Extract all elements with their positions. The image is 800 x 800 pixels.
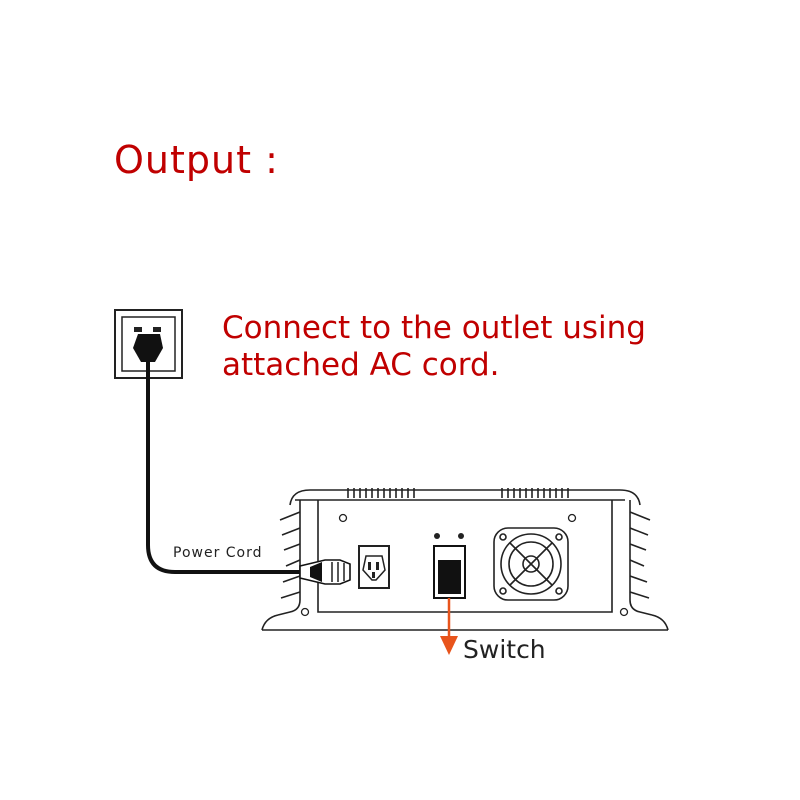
power-cord — [146, 362, 300, 574]
screws — [300, 513, 629, 617]
ac-inlet — [358, 545, 390, 589]
instruction-line-1: Connect to the outlet using — [222, 310, 646, 346]
cord-plug — [299, 559, 351, 585]
switch-pointer-arrow — [440, 598, 458, 655]
switch-label: Switch — [463, 635, 546, 664]
power-switch — [433, 533, 466, 599]
instruction-text: Connect to the outlet using attached AC … — [222, 310, 692, 384]
page-title: Output : — [114, 138, 279, 182]
inverter-device — [261, 488, 669, 631]
power-cord-label: Power Cord — [173, 545, 263, 561]
cooling-fan — [493, 527, 569, 601]
wall-outlet — [114, 309, 183, 379]
instruction-line-2: attached AC cord. — [222, 347, 500, 383]
